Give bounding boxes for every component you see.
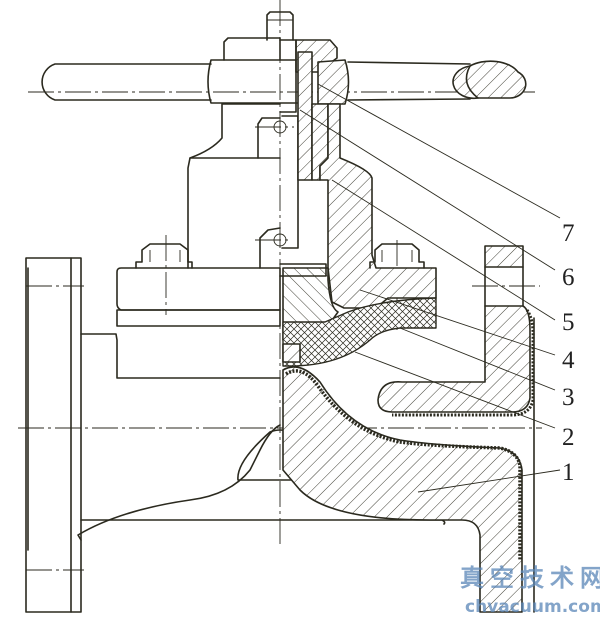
leader-lines <box>299 83 561 493</box>
handwheel-left-arm <box>41 63 212 101</box>
leader-2 <box>354 351 556 429</box>
part-label-7: 7 <box>562 220 575 247</box>
bolt-head-right <box>369 243 425 269</box>
part-numbers: 7 6 5 4 3 2 1 <box>562 220 575 486</box>
part-label-1: 1 <box>562 459 575 486</box>
leader-4 <box>359 289 556 356</box>
leader-7 <box>317 83 561 219</box>
handwheel-hub <box>207 59 301 104</box>
handwheel-grip-section <box>452 60 527 100</box>
bonnet-lug-upper <box>257 117 281 159</box>
compressor-pin <box>279 263 327 277</box>
stem-lower <box>281 115 299 249</box>
part-label-3: 3 <box>562 384 575 411</box>
diaphragm-section <box>282 297 437 367</box>
right-flange-lower-section <box>377 305 531 413</box>
body-section-right <box>282 366 523 613</box>
left-flange-outer <box>25 257 72 613</box>
watermark-chinese: 真空技术网 <box>460 563 600 592</box>
bolts <box>135 243 425 269</box>
pin-upper <box>273 120 287 134</box>
handwheel <box>41 11 527 105</box>
diaphragm-assembly <box>279 263 437 367</box>
bonnet-section <box>319 103 437 309</box>
body-left-upper <box>80 333 281 379</box>
body-bottom-line <box>80 519 446 525</box>
stud-section <box>282 343 301 363</box>
valve-body <box>25 245 535 613</box>
bonnet-flange-left <box>116 267 281 311</box>
watermark: 真空技术网 chvacuum.com <box>460 563 600 617</box>
part-label-5: 5 <box>562 309 575 336</box>
hub-right-section <box>317 59 350 105</box>
leader-5 <box>331 179 556 321</box>
bolt-head-left <box>135 243 193 269</box>
part-label-6: 6 <box>562 264 575 291</box>
leader-6 <box>299 109 556 271</box>
stem-upper <box>279 39 297 113</box>
part-label-2: 2 <box>562 424 575 451</box>
bonnet-left-outline <box>187 103 281 269</box>
handwheel-grip-edge <box>465 65 479 99</box>
part-label-4: 4 <box>562 347 575 374</box>
leader-1 <box>417 469 561 493</box>
bonnet <box>116 103 437 327</box>
watermark-url: chvacuum.com <box>465 597 600 617</box>
diaphragm-edge-left <box>116 309 281 327</box>
pin-lower <box>273 233 287 247</box>
leader-3 <box>399 327 556 391</box>
handwheel-right-arm <box>347 61 471 101</box>
cap-left <box>223 37 281 61</box>
bonnet-lug-lower <box>259 227 281 269</box>
body-liner <box>285 369 522 560</box>
stem-top <box>266 11 294 41</box>
body-left-lower-contour <box>77 424 281 541</box>
right-flange-upper-section <box>484 245 524 268</box>
left-flange-face <box>70 257 82 613</box>
